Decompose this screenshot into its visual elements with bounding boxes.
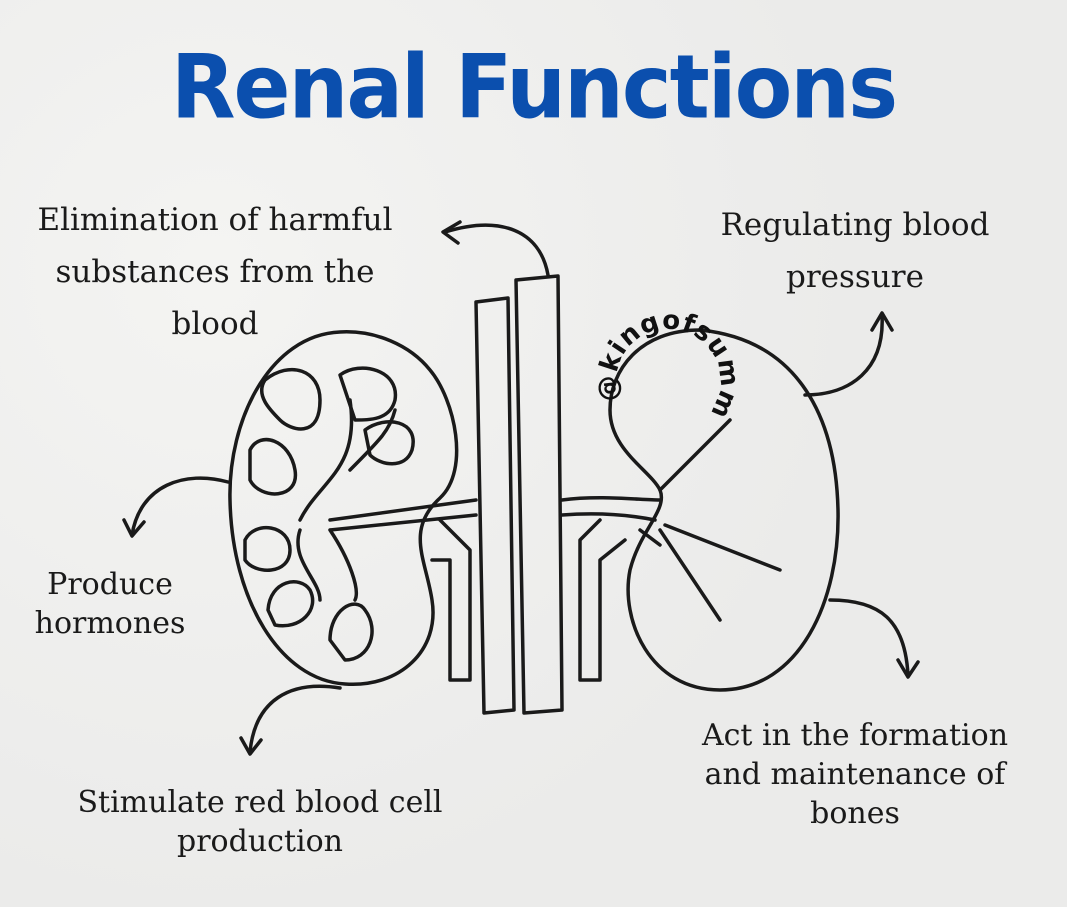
label-line: Act in the formation (701, 718, 1009, 753)
label-line: blood (171, 306, 259, 342)
right-kidney-vessels (560, 418, 782, 682)
label-line: Stimulate red blood cell (77, 785, 443, 820)
label-bones: Act in the formation and maintenance of … (675, 716, 1035, 833)
arrow-bones (828, 598, 920, 679)
label-line: Elimination of harmful (37, 202, 393, 238)
spine-bar-left (474, 296, 516, 715)
label-line: bones (810, 796, 900, 831)
label-line: hormones (34, 606, 186, 641)
label-line: Regulating blood (720, 207, 990, 243)
label-line: production (177, 824, 343, 859)
label-hormones: Produce hormones (10, 565, 210, 643)
label-line: and maintenance of (704, 757, 1006, 792)
label-red-blood-cells: Stimulate red blood cell production (40, 783, 480, 861)
label-line: Produce (47, 567, 173, 602)
spine-bar-right (514, 274, 564, 715)
arrow-blood-pressure (803, 311, 894, 397)
left-kidney (228, 330, 459, 686)
right-kidney (608, 328, 840, 692)
page-title: Renal Functions (170, 35, 898, 139)
arrow-elimination (441, 220, 550, 277)
label-line: substances from the (55, 254, 375, 290)
label-line: pressure (786, 259, 924, 295)
arrow-red-blood-cells (239, 684, 342, 756)
label-elimination: Elimination of harmful substances from t… (0, 194, 430, 350)
label-blood-pressure: Regulating blood pressure (690, 199, 1020, 303)
left-kidney-calyces (243, 366, 415, 662)
left-kidney-vessels (296, 398, 478, 682)
arrow-hormones (122, 476, 230, 538)
